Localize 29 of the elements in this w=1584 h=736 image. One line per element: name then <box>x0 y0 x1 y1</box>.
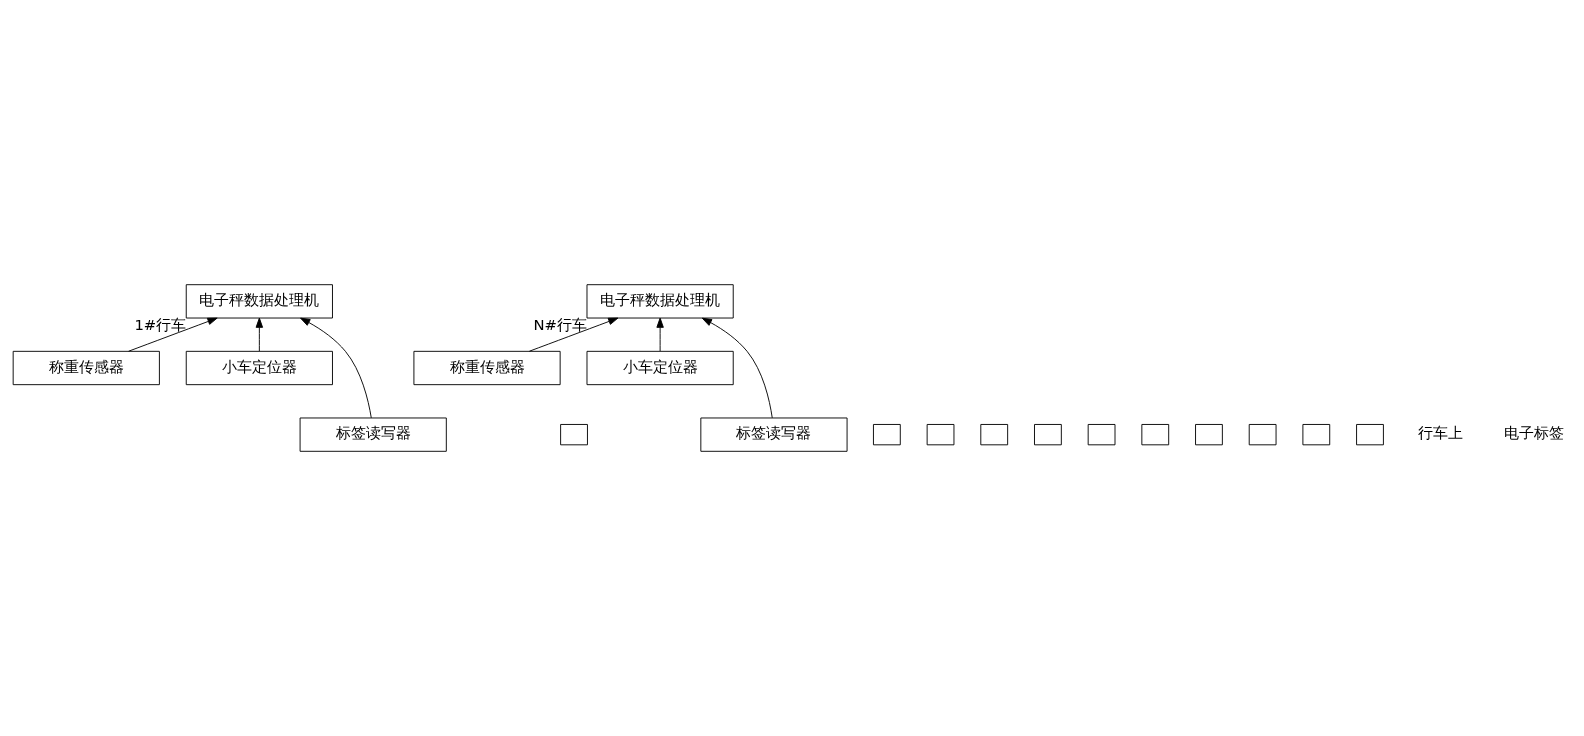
node-box <box>1034 424 1062 446</box>
node-box: 小车定位器 <box>185 350 333 386</box>
node-box <box>560 424 588 446</box>
node-box: 标签读写器 <box>299 417 447 452</box>
label: 电子标签 <box>1503 424 1564 442</box>
node-box <box>1356 424 1384 446</box>
arrow <box>255 317 264 352</box>
node-box <box>1302 424 1331 446</box>
arrow <box>300 317 372 419</box>
arrow <box>701 317 773 419</box>
node-box: 称重传感器 <box>413 350 561 386</box>
node-box: 小车定位器 <box>586 350 734 386</box>
arrow <box>656 317 664 352</box>
node-box <box>1087 424 1116 446</box>
node-box <box>926 424 955 446</box>
node-box: 称重传感器 <box>12 350 160 386</box>
node-label: N#行车 <box>533 315 587 333</box>
arrow <box>528 317 619 352</box>
node-box: 电子秤数据处理机 <box>586 284 734 319</box>
node-box <box>980 424 1009 446</box>
node-box <box>1248 424 1277 446</box>
node-box <box>1195 424 1223 446</box>
arrow <box>128 317 218 352</box>
node-box: 电子秤数据处理机 <box>185 284 333 319</box>
node-box <box>1141 424 1170 446</box>
node-box <box>873 424 901 446</box>
node-label: 1#行车 <box>134 315 187 333</box>
node-box: 标签读写器 <box>700 417 848 452</box>
label: 行车上 <box>1417 424 1463 442</box>
